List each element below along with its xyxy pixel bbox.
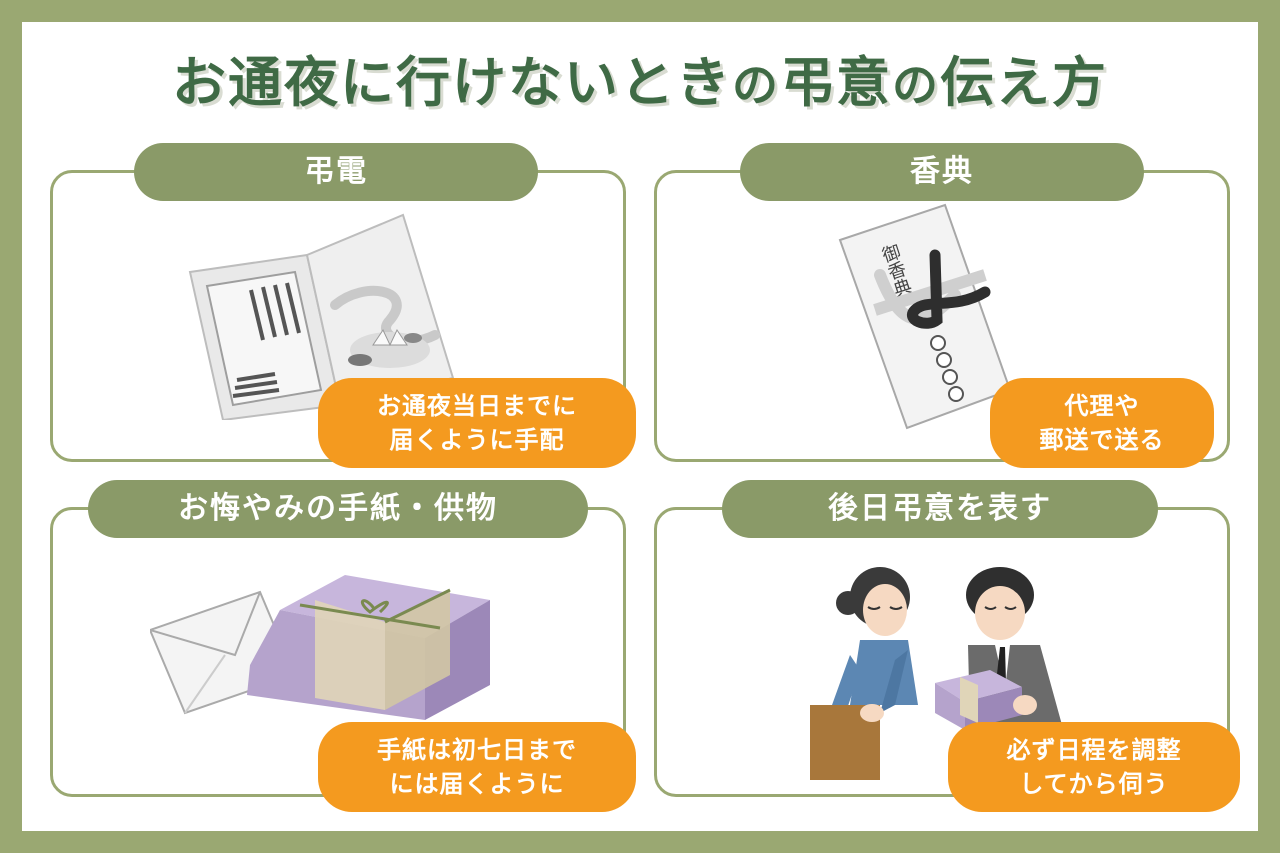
panel-later-visit-badge: 必ず日程を調整 してから伺う <box>948 722 1240 812</box>
title-part4: の <box>892 58 940 112</box>
title-part2: の <box>732 58 780 112</box>
panel-koden-badge: 代理や 郵送で送る <box>990 378 1214 468</box>
title-part3: 弔意 <box>780 51 892 114</box>
page-title: お通夜に行けないときの弔意の伝え方 <box>0 38 1280 117</box>
panel-letter-offering-heading: お悔やみの手紙・供物 <box>88 480 588 538</box>
title-part5: 伝え方 <box>940 51 1108 114</box>
condolence-envelope-icon: 御香典 <box>838 203 1012 430</box>
panel-letter-offering-badge: 手紙は初七日まで には届くように <box>318 722 636 812</box>
panel-koden-heading: 香典 <box>740 143 1144 201</box>
title-part1: お通夜に行けないとき <box>172 51 732 114</box>
panel-later-visit-heading: 後日弔意を表す <box>722 480 1158 538</box>
panel-telegram-badge: お通夜当日までに 届くように手配 <box>318 378 636 468</box>
visiting-people-icon <box>810 567 1062 780</box>
letter-and-gift-icon <box>150 575 490 720</box>
panel-telegram-heading: 弔電 <box>134 143 538 201</box>
telegram-card-icon <box>188 213 455 420</box>
